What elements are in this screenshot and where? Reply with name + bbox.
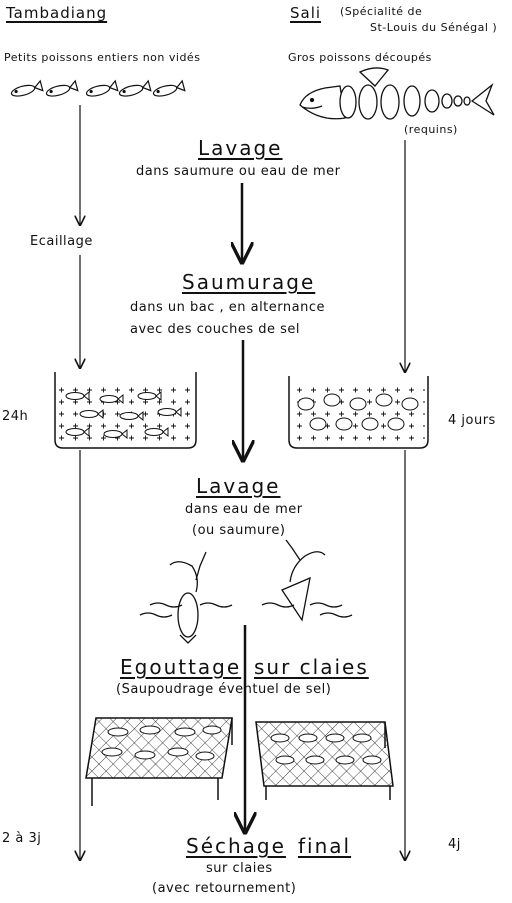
drain-desc: (Saupoudrage éventuel de sel) <box>116 682 332 697</box>
drain-title-b: sur claies <box>254 655 369 679</box>
wash2-desc2: (ou saumure) <box>192 523 286 538</box>
wash1-desc: dans saumure ou eau de mer <box>136 164 341 179</box>
small-fish-row <box>10 79 186 97</box>
shark-note: (requins) <box>404 123 458 136</box>
final-desc2: (avec retournement) <box>152 881 297 896</box>
sali-brine-time: 4 jours <box>448 413 496 428</box>
wash2-desc1: dans eau de mer <box>185 502 303 517</box>
left-brine-tub <box>54 372 197 449</box>
central-flow-arrows <box>242 183 245 832</box>
brining-desc2: avec des couches de sel <box>130 322 300 337</box>
final-desc1: sur claies <box>206 861 273 876</box>
right-drying-rack <box>255 721 394 800</box>
drain-title-a: Egouttage <box>120 655 242 679</box>
shark-slices-illustration <box>299 67 495 120</box>
left-drying-rack <box>85 717 233 806</box>
final-title-a: Séchage <box>186 834 286 858</box>
sali-subtitle: Gros poissons découpés <box>288 51 432 64</box>
sali-note-line2: St-Louis du Sénégal ) <box>370 21 498 34</box>
scaling-label: Ecaillage <box>30 234 93 249</box>
sali-note-line1: (Spécialité de <box>340 5 423 18</box>
sali-title: Sali <box>290 4 322 22</box>
right-brine-tub <box>288 376 429 449</box>
wash2-title: Lavage <box>196 474 281 498</box>
tambadiang-dry-time: 2 à 3j <box>2 831 42 846</box>
final-title-b: final <box>298 834 352 858</box>
tambadiang-brine-time: 24h <box>2 409 29 424</box>
tambadiang-title: Tambadiang <box>6 4 108 22</box>
brining-desc1: dans un bac , en alternance <box>130 300 325 315</box>
hands-washing-illustration <box>139 539 353 644</box>
tambadiang-subtitle: Petits poissons entiers non vidés <box>4 51 201 64</box>
sali-dry-time: 4j <box>448 837 461 852</box>
brining-title: Saumurage <box>182 270 316 294</box>
wash1-title: Lavage <box>198 136 283 160</box>
